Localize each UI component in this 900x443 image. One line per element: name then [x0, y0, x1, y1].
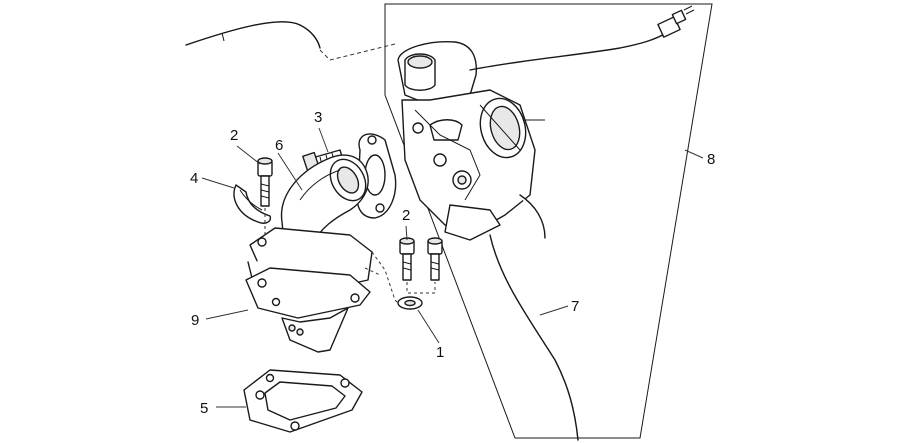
callout-9: 9: [191, 312, 199, 329]
washer: [397, 296, 423, 310]
callout-8: 8: [707, 151, 715, 168]
callout-7: 7: [571, 298, 579, 315]
callout-2-right: 2: [402, 207, 410, 224]
callout-2-left: 2: [230, 127, 238, 144]
carburetor-body: [397, 5, 695, 441]
hose-clip: [233, 184, 272, 224]
wire-connector: [657, 5, 695, 38]
throttle-cable: [185, 21, 396, 61]
bolt-pair-right: [399, 237, 443, 294]
carburetor-flange-gasket: [356, 133, 397, 219]
callout-leaders: [201, 127, 704, 408]
callout-6: 6: [275, 137, 283, 154]
callout-3: 3: [314, 109, 322, 126]
callout-5: 5: [200, 400, 208, 417]
callout-4: 4: [190, 170, 198, 187]
reed-valve-assembly: [245, 227, 373, 353]
reed-gasket: [243, 369, 363, 433]
callout-1: 1: [436, 344, 444, 361]
bolt-left: [257, 157, 273, 235]
